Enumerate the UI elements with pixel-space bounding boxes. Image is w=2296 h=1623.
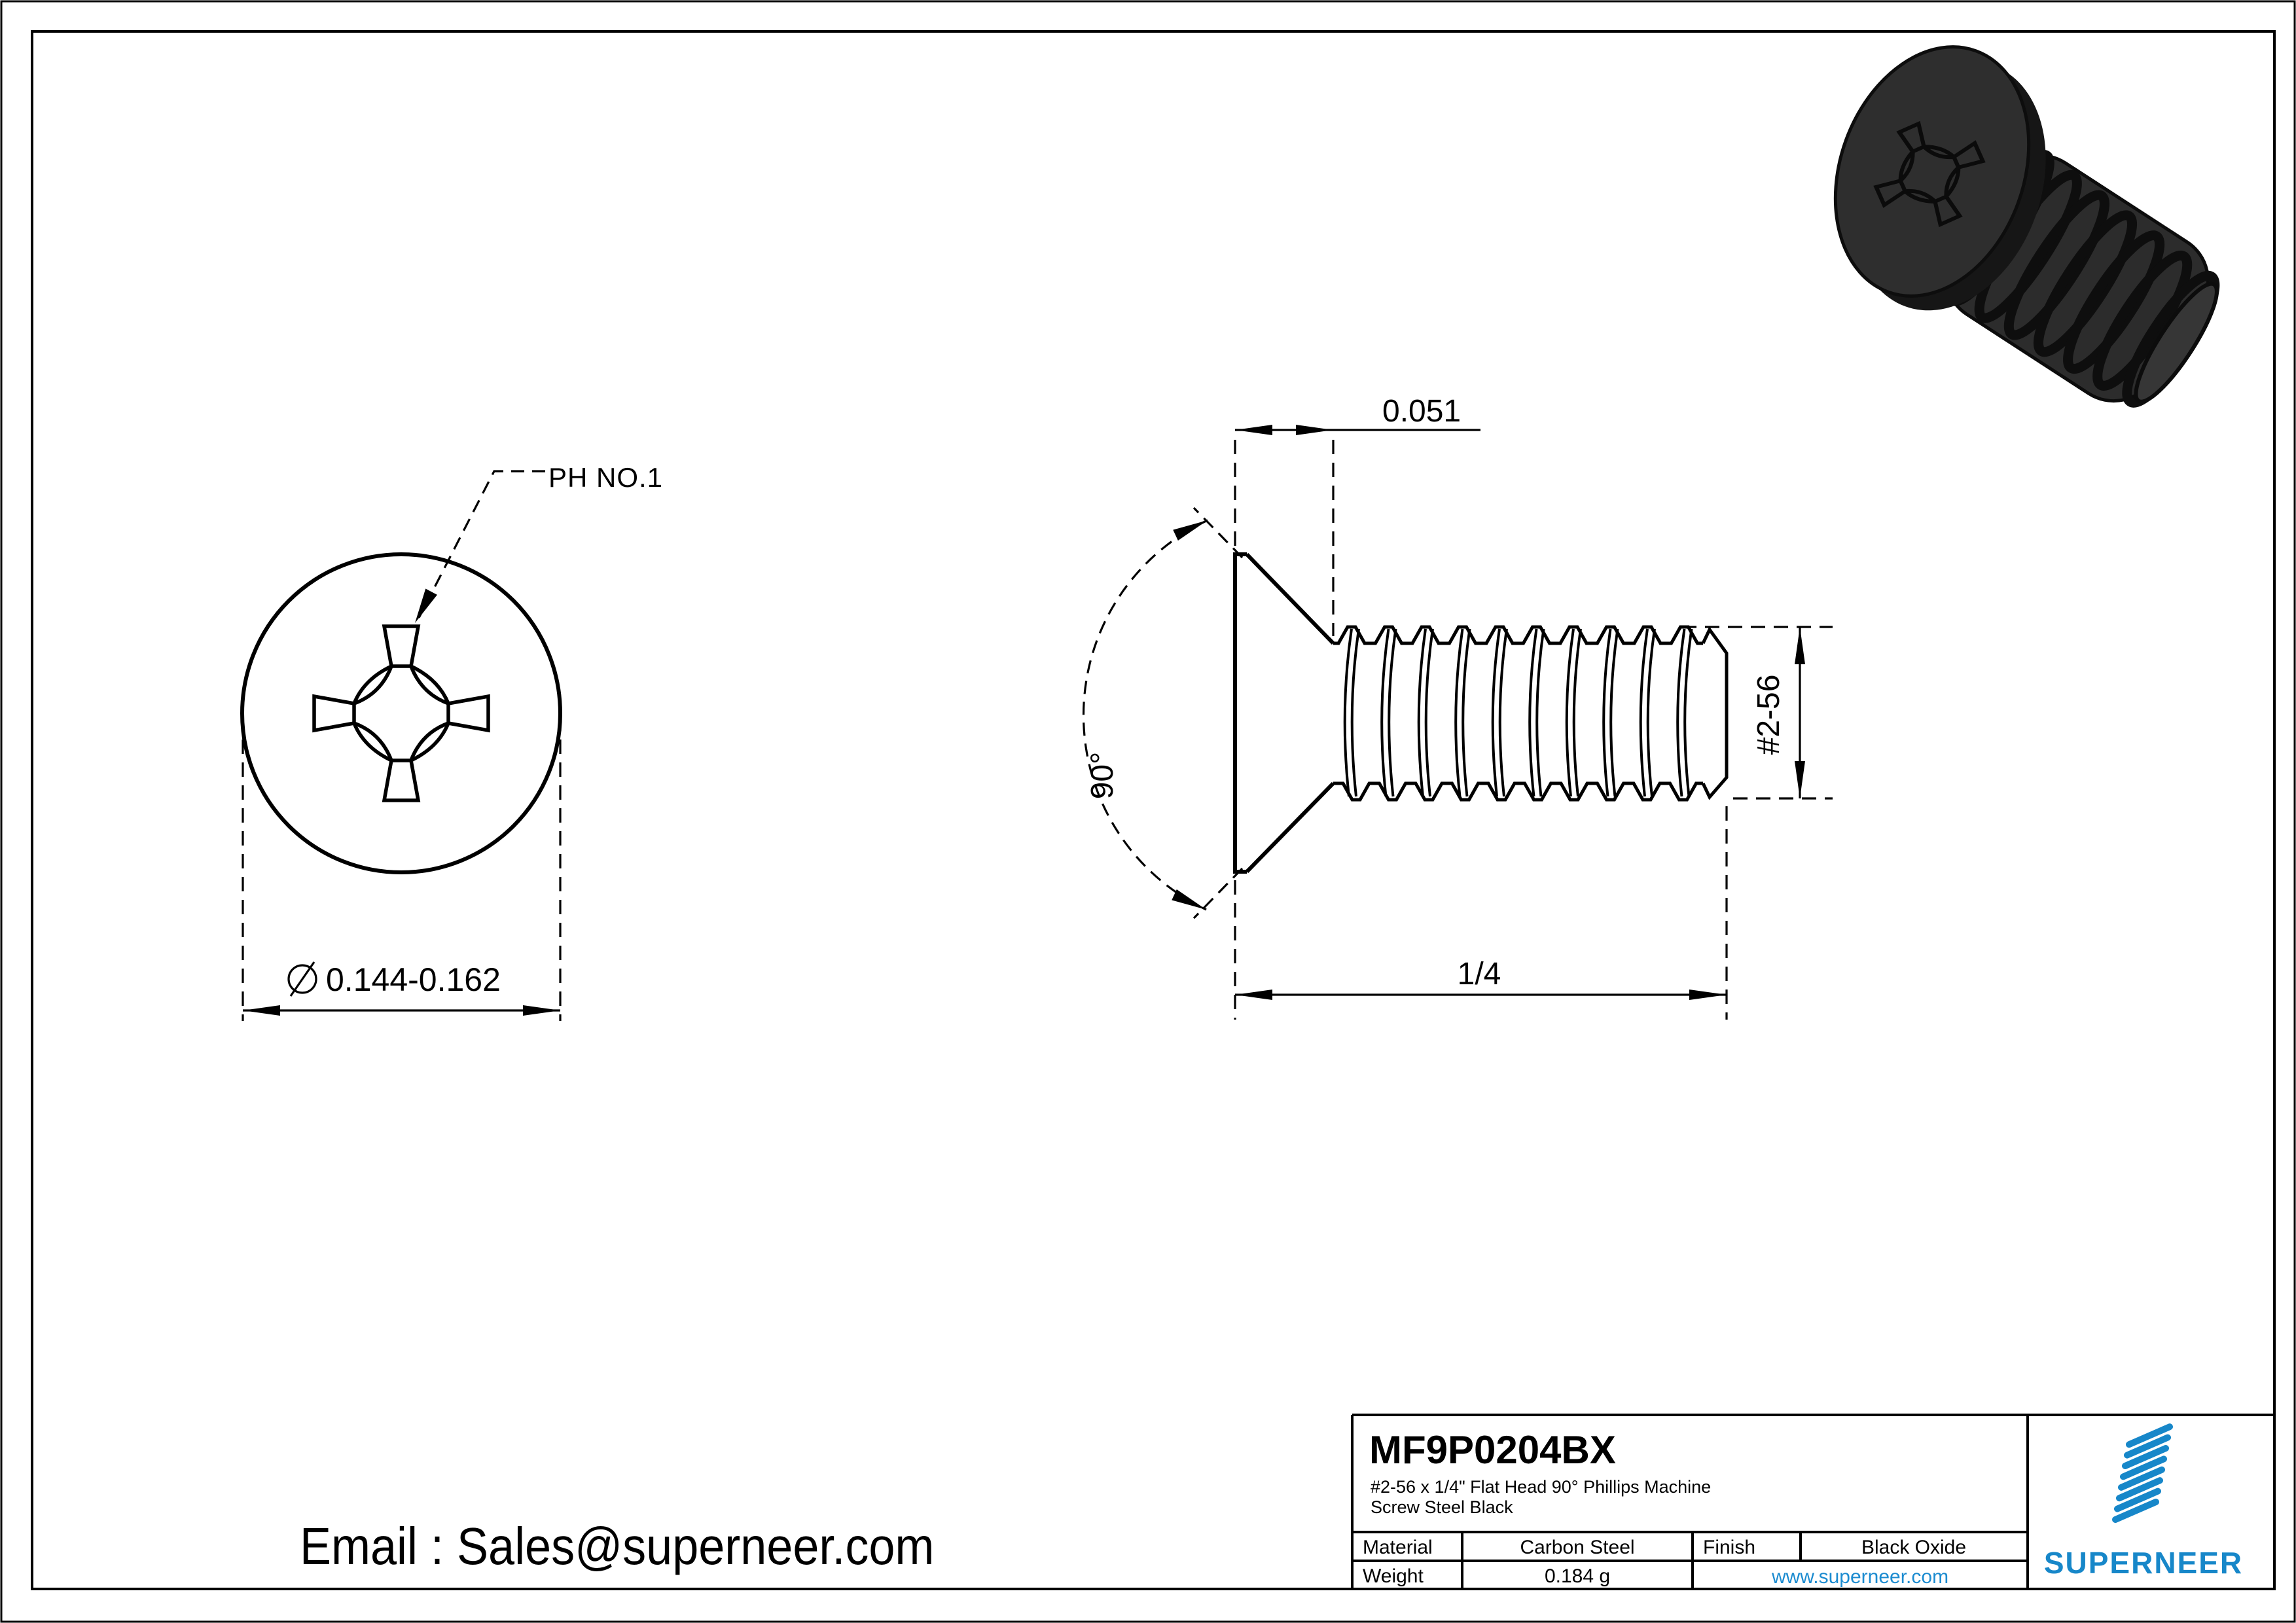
countersink-angle-value: 90° [1085, 752, 1120, 800]
website-link[interactable]: www.superneer.com [1771, 1566, 1948, 1588]
angle-arc [1082, 519, 1208, 911]
description-line1: #2-56 x 1/4" Flat Head 90° Phillips Mach… [1371, 1477, 1711, 1497]
thread-flank-lines [1343, 628, 1693, 797]
head-circle [240, 552, 562, 874]
logo-stripe [2122, 1445, 2169, 1469]
weight-label: Weight [1363, 1565, 1424, 1587]
part-number: MF9P0204BX [1369, 1428, 1616, 1472]
diameter-icon [287, 961, 317, 997]
title-block-grid [1351, 1414, 2274, 1589]
leader-line [418, 470, 545, 618]
logo-stripe [2114, 1488, 2161, 1512]
dim-arrow-icon [1795, 761, 1805, 798]
thread-size-value: #2-56 [1751, 675, 1786, 755]
side-view: 0.051 90° #2-56 1/4 [1082, 394, 1833, 1020]
logo-stripe [2120, 1455, 2167, 1480]
contact-email: Email : Sales@superneer.com [300, 1518, 934, 1576]
finish-value: Black Oxide [1861, 1537, 1966, 1558]
logo-stripe [2126, 1423, 2173, 1448]
dim-arrow-icon [1172, 889, 1206, 910]
logo-stripe [2118, 1466, 2165, 1491]
shank-end-path [1701, 626, 1729, 800]
top-view: PH NO.1 0.144-0.162 [240, 462, 663, 1021]
3d-thread-band [2063, 230, 2165, 374]
finish-label: Finish [1703, 1537, 1755, 1558]
length-value: 1/4 [1458, 957, 1501, 991]
recess-type-label: PH NO.1 [548, 462, 663, 493]
dim-arrow-icon [1235, 990, 1272, 1000]
3d-screw-render [1833, 45, 2220, 408]
angle-extension-line [1193, 507, 1244, 559]
brand-name: SUPERNEER [2044, 1546, 2243, 1580]
logo-stripe [2124, 1434, 2171, 1459]
dim-arrow-icon [243, 1005, 280, 1016]
description-line2: Screw Steel Black [1371, 1497, 1513, 1517]
dim-arrow-icon [1235, 425, 1272, 435]
title-block: MF9P0204BX #2-56 x 1/4" Flat Head 90° Ph… [1351, 1414, 2274, 1589]
material-label: Material [1363, 1537, 1433, 1558]
material-value: Carbon Steel [1520, 1537, 1634, 1558]
email-text: Email : Sales@superneer.com [300, 1518, 934, 1576]
head-height-value: 0.051 [1382, 394, 1461, 429]
head-diameter-value: 0.144-0.162 [326, 961, 501, 998]
brand-logo-icon [2112, 1423, 2173, 1523]
dim-arrow-icon [1296, 425, 1333, 435]
logo-stripe [2112, 1499, 2159, 1523]
head-outline-path [1233, 552, 1335, 874]
weight-value: 0.184 g [1545, 1565, 1610, 1587]
3d-thread-band [2092, 250, 2193, 391]
sheet-border [31, 30, 2276, 1590]
3d-thread-band [2003, 190, 2109, 340]
thread-bottom-edge [1333, 781, 1703, 802]
dim-arrow-icon [1173, 520, 1208, 541]
angle-extension-line [1193, 867, 1244, 919]
dim-arrow-icon [523, 1005, 560, 1016]
dim-arrow-icon [1795, 627, 1805, 664]
leader-arrow-icon [415, 588, 437, 623]
dim-arrow-icon [1689, 990, 1727, 1000]
thread-top-edge [1333, 625, 1703, 645]
3d-thread-band [2033, 210, 2138, 357]
logo-stripe [2116, 1477, 2163, 1502]
